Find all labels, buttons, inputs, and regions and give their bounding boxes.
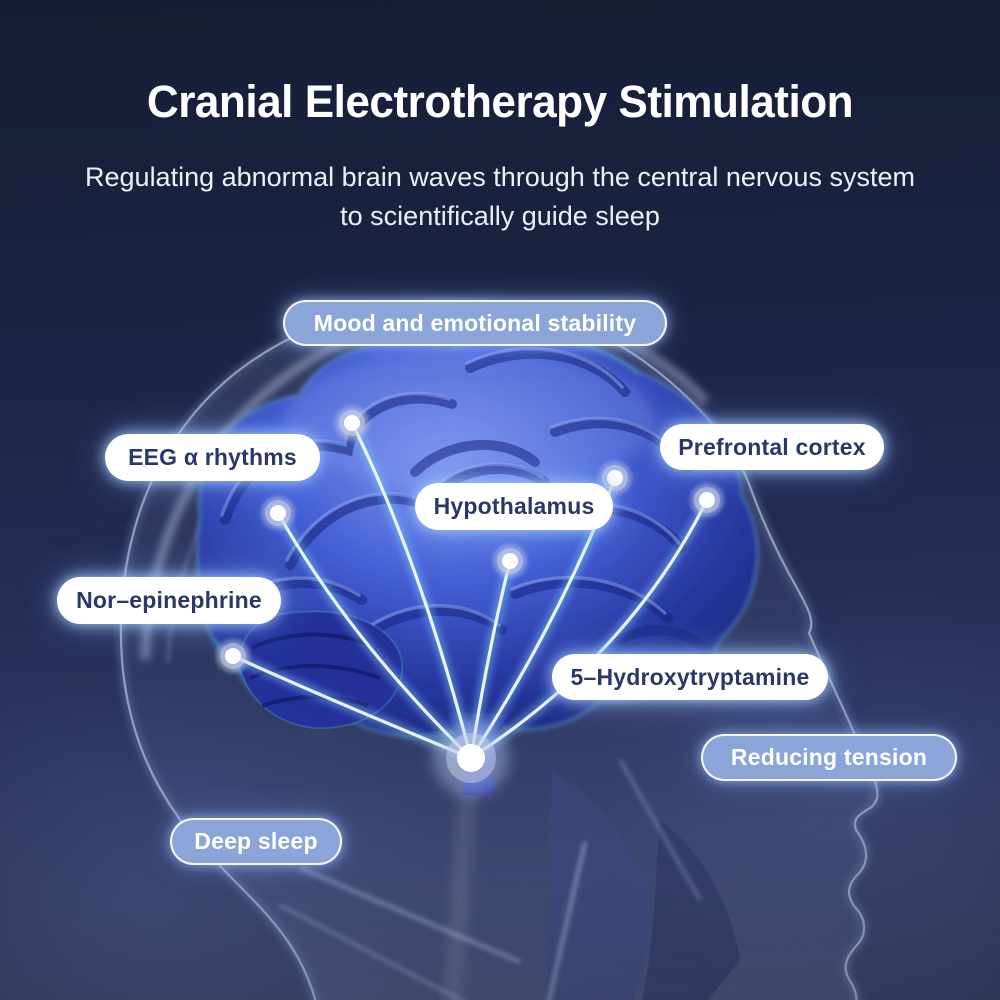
subtitle-line-2: to scientifically guide sleep [340,201,660,231]
label-text: Mood and emotional stability [313,309,637,336]
connection-dot [261,496,295,530]
label-pill-mood-and-emotional-stability: Mood and emotional stability [283,300,667,346]
connection-dots [216,406,724,796]
center-node [433,720,509,796]
neck-anatomy [279,759,740,1000]
label-text: Nor–epinephrine [76,587,262,613]
label-pill-hypothalamus: Hypothalamus [415,483,613,530]
subtitle-line-1: Regulating abnormal brain waves through … [85,162,915,192]
label-text: Prefrontal cortex [678,433,866,460]
subtitle: Regulating abnormal brain waves through … [0,158,1000,236]
label-text: 5–Hydroxytryptamine [570,663,810,690]
connection-dot [216,639,250,673]
label-pill-nor-epinephrine: Nor–epinephrine [57,577,281,624]
label-text: Deep sleep [194,828,318,854]
connection-lines [228,418,712,763]
page-title: Cranial Electrotherapy Stimulation [146,76,854,127]
connection-dot [335,406,369,440]
connection-dot [493,544,527,578]
connection-dot [690,483,724,517]
connection-line-prefrontal [469,498,709,760]
label-pill-reducing-tension: Reducing tension [701,734,957,781]
label-pill-5-hydroxytryptamine: 5–Hydroxytryptamine [552,654,828,700]
connection-line-norepinephrine [231,654,473,760]
brain-gyri [220,348,717,660]
connection-line-eeg [350,421,473,760]
label-text: Hypothalamus [433,493,595,519]
label-pill-prefrontal-cortex: Prefrontal cortex [660,424,884,470]
label-text: EEG α rhythms [128,444,297,470]
connection-dot [598,461,632,495]
label-pill-eeg-alpha-rhythms: EEG α rhythms [105,434,320,481]
connection-line-left [276,511,473,760]
label-pill-deep-sleep: Deep sleep [170,818,342,865]
label-text: Reducing tension [730,744,928,770]
